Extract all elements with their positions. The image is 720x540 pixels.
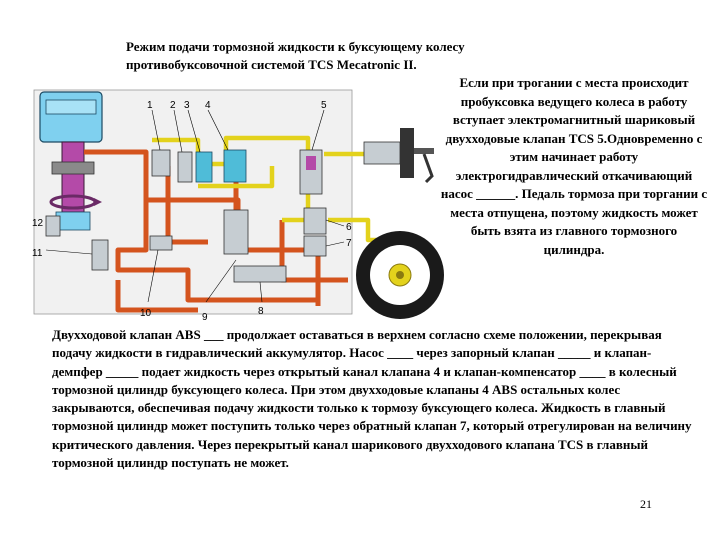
valve-12 [45,215,61,237]
callout-4: 4 [205,100,211,111]
callout-7: 7 [346,238,352,249]
damper-chamber [223,209,249,255]
valve-10 [149,235,173,251]
valve-4-abs [223,149,247,183]
brake-pedal-assembly [363,128,434,184]
pump-base [55,211,91,231]
hydraulic-diagram: 1 2 3 4 5 6 7 8 9 10 11 12 [32,89,444,323]
fluid-reservoir [39,91,103,143]
pump-motor-body [61,141,85,213]
valve-3 [195,151,213,183]
callout-6: 6 [346,222,352,233]
body-description: Двухходовой клапан ABS ___ продолжает ос… [52,327,692,471]
callout-2: 2 [170,100,176,111]
callout-1: 1 [147,100,153,111]
callout-10: 10 [140,308,152,319]
valve-5-tcs [299,149,323,195]
motor-shaft [51,161,95,175]
page-number: 21 [640,497,652,511]
valve-5-core [306,156,316,170]
valve-7-check [303,235,327,257]
callout-9: 9 [202,312,208,323]
valve-2 [177,151,193,183]
wheel [356,231,444,319]
slide-title: Режим подачи тормозной жидкости к буксую… [126,39,465,72]
callout-11: 11 [32,248,43,259]
pump-piston-8 [233,265,287,283]
callout-12: 12 [32,218,44,229]
rotation-arrowhead [94,198,102,206]
valve-1 [151,149,171,177]
valve-6 [303,207,327,235]
callout-8: 8 [258,306,264,317]
reservoir-cap [45,99,97,115]
callout-5: 5 [321,100,327,111]
valve-11 [91,239,109,271]
callout-lines [45,109,345,303]
callout-3: 3 [184,100,190,111]
side-description: Если при трогании с места происходит про… [440,75,708,257]
